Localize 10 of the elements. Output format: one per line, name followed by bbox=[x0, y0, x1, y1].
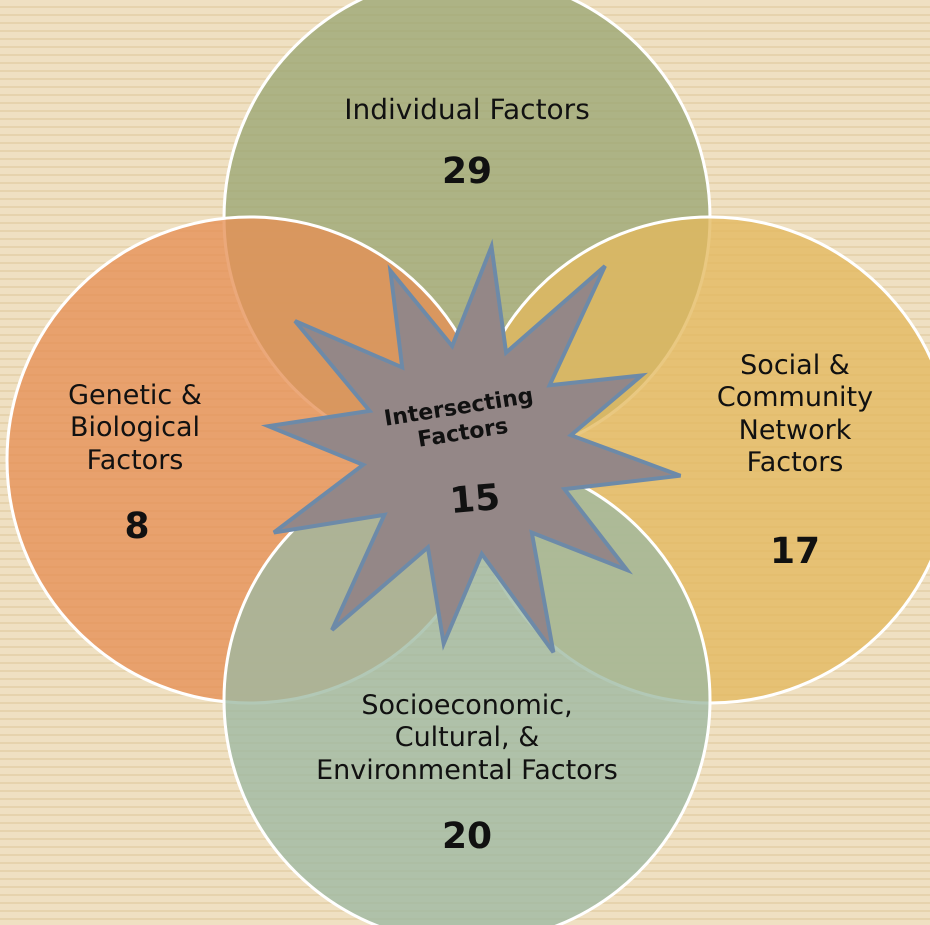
count-number: 15 bbox=[447, 476, 503, 524]
category-label: Intersecting Factors bbox=[381, 382, 536, 456]
category-label: Socioeconomic, Cultural, & Environmental Factors bbox=[315, 690, 619, 788]
category-label: Individual Factors bbox=[343, 93, 591, 127]
count-number: 20 bbox=[440, 815, 494, 858]
category-label: Genetic & Biological Factors bbox=[67, 380, 203, 478]
count-number: 8 bbox=[123, 505, 151, 548]
count-number: 29 bbox=[440, 150, 494, 194]
count-number: 17 bbox=[768, 530, 822, 574]
category-label: Social & Community Network Factors bbox=[716, 350, 874, 480]
